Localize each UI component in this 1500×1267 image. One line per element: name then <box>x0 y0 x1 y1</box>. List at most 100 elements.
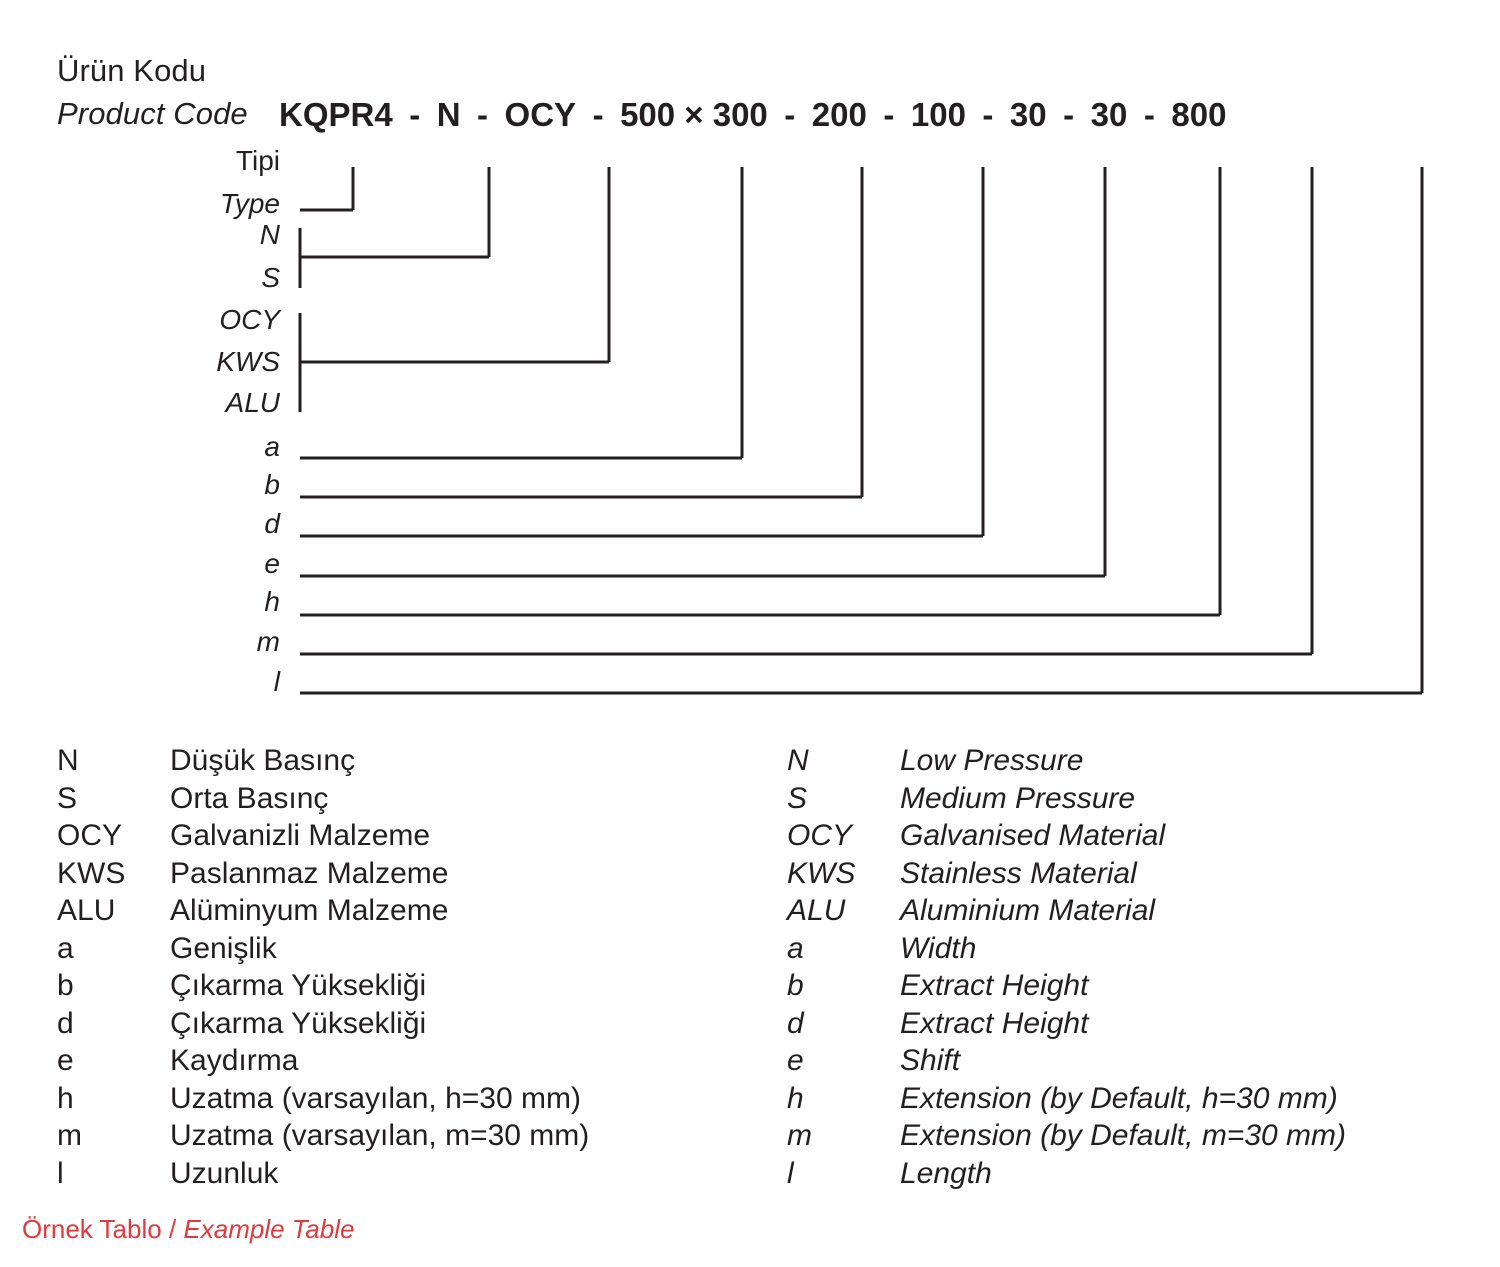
legend-row: KWS Stainless Material <box>787 856 1346 896</box>
type-label-tr: Tipi <box>235 145 280 176</box>
legend-row: e Shift <box>787 1045 1346 1083</box>
legend-key: b <box>57 969 74 1002</box>
code-token: 100 <box>910 96 966 133</box>
legend-value: Çıkarma Yüksekliği <box>170 969 427 1002</box>
legend-row: d Çıkarma Yüksekliği <box>57 1006 589 1046</box>
legend-key: OCY <box>57 819 123 852</box>
code-token: 30 <box>1009 96 1047 133</box>
legend-row: h Uzatma (varsayılan, h=30 mm) <box>57 1081 589 1121</box>
legend-row: ALU Aluminium Material <box>787 895 1346 933</box>
legend-value: Uzatma (varsayılan, h=30 mm) <box>170 1081 581 1115</box>
product-code-title-tr: Ürün Kodu <box>57 53 207 88</box>
legend-row: l Length <box>787 1156 1346 1196</box>
code-token: KQPR4 <box>279 96 393 133</box>
code-token: 500 × 300 <box>620 96 768 133</box>
legend-key: KWS <box>787 856 856 890</box>
legend-key: a <box>787 931 804 965</box>
diagram-row-label: h <box>264 586 280 617</box>
code-separator: - <box>982 96 994 133</box>
legend-value: Düşük Basınç <box>170 744 356 777</box>
legend-key: m <box>787 1119 812 1152</box>
legend-key: l <box>787 1156 794 1190</box>
diagram-row-label: ALU <box>225 387 280 418</box>
legend-key: S <box>787 781 808 815</box>
legend-value: Extension (by Default, m=30 mm) <box>900 1119 1347 1152</box>
legend-value: Galvanizli Malzeme <box>170 819 431 852</box>
legend-value: Medium Pressure <box>900 781 1136 815</box>
diagram-row-label: b <box>264 469 280 500</box>
legend-key: e <box>57 1044 74 1077</box>
legend-key: S <box>57 781 78 815</box>
diagram-row-label: N <box>259 219 280 250</box>
code-token: N <box>436 96 461 133</box>
legend-value: Genişlik <box>170 931 277 965</box>
legend-value: Extract Height <box>900 969 1089 1002</box>
legend-value: Extract Height <box>900 1006 1089 1040</box>
legend-value: Paslanmaz Malzeme <box>170 856 449 890</box>
legend-key: KWS <box>57 856 126 890</box>
legend-value: Aluminium Material <box>900 894 1156 927</box>
diagram-row-label: OCY <box>219 304 280 335</box>
legend-value: Length <box>900 1156 992 1190</box>
legend-row: S Medium Pressure <box>787 781 1346 821</box>
code-separator: - <box>1143 96 1155 133</box>
legend-value: Kaydırma <box>170 1044 299 1077</box>
example-table-caption: Örnek Tablo / Example Table <box>22 1216 354 1242</box>
code-token: 200 <box>811 96 867 133</box>
code-token: 800 <box>1171 96 1227 133</box>
legend-key: a <box>57 931 74 965</box>
legend-value: Low Pressure <box>900 744 1084 777</box>
diagram-row-label: S <box>261 262 280 293</box>
diagram-row-label: m <box>256 626 280 657</box>
legend-key: l <box>57 1156 64 1190</box>
legend-key: N <box>787 744 809 777</box>
legend-row: KWS Paslanmaz Malzeme <box>57 856 589 896</box>
legend-row: b Extract Height <box>787 970 1346 1008</box>
legend-row: m Extension (by Default, m=30 mm) <box>787 1120 1346 1158</box>
legend-row: N Low Pressure <box>787 745 1346 783</box>
legend-key: h <box>57 1081 74 1115</box>
legend-row: OCY Galvanised Material <box>787 820 1346 858</box>
legend-value: Orta Basınç <box>170 781 329 815</box>
legend-row: S Orta Basınç <box>57 781 589 821</box>
legend-key: d <box>57 1006 74 1040</box>
legend-value: Alüminyum Malzeme <box>170 894 449 927</box>
caption-tr: Örnek Tablo <box>22 1214 162 1244</box>
legend-key: ALU <box>57 894 116 927</box>
legend-row: e Kaydırma <box>57 1045 589 1083</box>
diagram-row-label: l <box>273 666 280 697</box>
legend-row: OCY Galvanizli Malzeme <box>57 820 589 858</box>
legend-value: Çıkarma Yüksekliği <box>170 1006 427 1040</box>
legend-value: Stainless Material <box>900 856 1137 890</box>
diagram-row-label: d <box>264 508 280 539</box>
product-code-header: Ürün Kodu Product Code KQPR4-N-OCY-500 ×… <box>0 0 1500 145</box>
legend-value: Extension (by Default, h=30 mm) <box>900 1081 1338 1115</box>
legend-key: m <box>57 1119 82 1152</box>
diagram-row-label: a <box>264 431 280 462</box>
code-separator: - <box>883 96 895 133</box>
legend-row: b Çıkarma Yüksekliği <box>57 970 589 1008</box>
type-label-en: Type <box>219 188 280 219</box>
legend-value: Uzatma (varsayılan, m=30 mm) <box>170 1119 590 1152</box>
legend-value: Galvanised Material <box>900 819 1166 852</box>
legend-key: d <box>787 1006 804 1040</box>
product-code-title-en: Product Code <box>57 96 248 131</box>
product-code-string: KQPR4-N-OCY-500 × 300-200-100-30-30-800 <box>279 96 1226 134</box>
legend-row: m Uzatma (varsayılan, m=30 mm) <box>57 1120 589 1158</box>
legend-key: e <box>787 1044 804 1077</box>
leader-lines <box>298 167 1424 695</box>
legend-key: ALU <box>787 894 846 927</box>
code-separator: - <box>477 96 489 133</box>
caption-separator: / <box>168 1214 177 1244</box>
legend-key: b <box>787 969 804 1002</box>
code-separator: - <box>592 96 604 133</box>
diagram-row-label: KWS <box>216 346 280 377</box>
legend-value: Shift <box>900 1044 961 1077</box>
legend-key: OCY <box>787 819 853 852</box>
